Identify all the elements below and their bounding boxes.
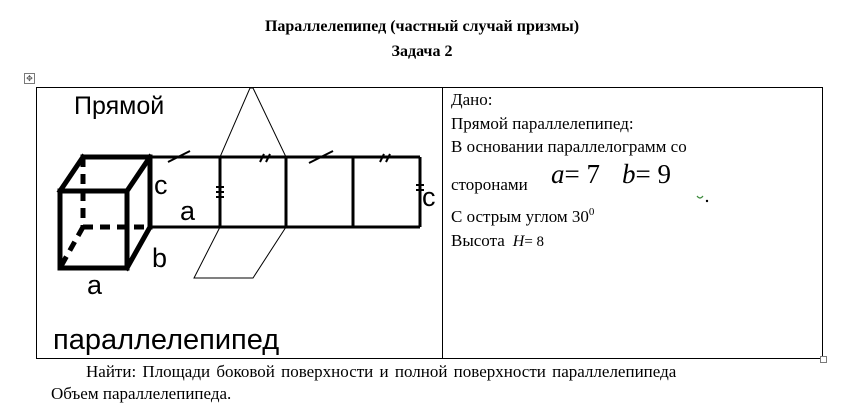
spellcheck-mark-icon <box>696 195 709 203</box>
given-line-4: С острым углом 300 <box>451 206 595 227</box>
given-line-1: Прямой параллелепипед: <box>451 114 634 133</box>
page-title: Параллелепипед (частный случай призмы) <box>264 18 580 35</box>
side-values-formula: a= 7 b= 9 <box>551 159 671 190</box>
cube-drawing <box>56 153 154 272</box>
find-line-2: Объем параллелепипеда. <box>51 384 232 403</box>
side-b-value: = 9 <box>635 159 671 189</box>
net-strip <box>150 155 422 229</box>
problem-table <box>36 87 823 359</box>
given-line-3-prefix: сторонами <box>451 175 528 194</box>
net-top-slanted-face <box>219 88 287 158</box>
given-line-2: В основании параллелограмм со <box>451 137 687 156</box>
cube-hidden-edges <box>57 157 150 270</box>
figure-label-bottom: параллелепипед <box>53 324 279 356</box>
side-b-variable: b <box>621 159 636 189</box>
table-resize-handle-icon[interactable] <box>820 356 827 363</box>
edge-label-a-net: a <box>180 196 196 226</box>
table-move-handle-icon[interactable]: ✥ <box>24 73 35 84</box>
edge-label-b: b <box>152 243 167 273</box>
height-label: Высота <box>451 231 505 250</box>
side-a-value: = 7 <box>564 159 600 189</box>
figure-label-top: Прямой <box>74 92 164 120</box>
angle-degree-superscript: 0 <box>588 206 595 218</box>
edge-label-c: c <box>154 170 168 200</box>
height-variable: H <box>512 233 525 250</box>
edge-label-c-right: c <box>422 182 436 212</box>
angle-text: С острым углом 30 <box>451 207 589 226</box>
net-bottom-slanted-face <box>193 226 287 279</box>
height-value: = 8 <box>524 234 545 250</box>
edge-label-a: a <box>87 270 103 300</box>
given-line-5: Высота H= 8 <box>451 231 544 251</box>
find-line-1: Найти: Площади боковой поверхности и пол… <box>86 362 677 381</box>
net-tick-marks <box>167 150 424 198</box>
given-heading: Дано: <box>451 90 493 109</box>
side-a-variable: a <box>551 159 565 189</box>
parallelepiped-figure: Прямой c a b a c параллелепипед <box>53 88 436 356</box>
problem-number: Задача 2 <box>391 43 453 60</box>
given-line-3: сторонами <box>451 175 528 195</box>
table-column-divider <box>442 87 443 358</box>
